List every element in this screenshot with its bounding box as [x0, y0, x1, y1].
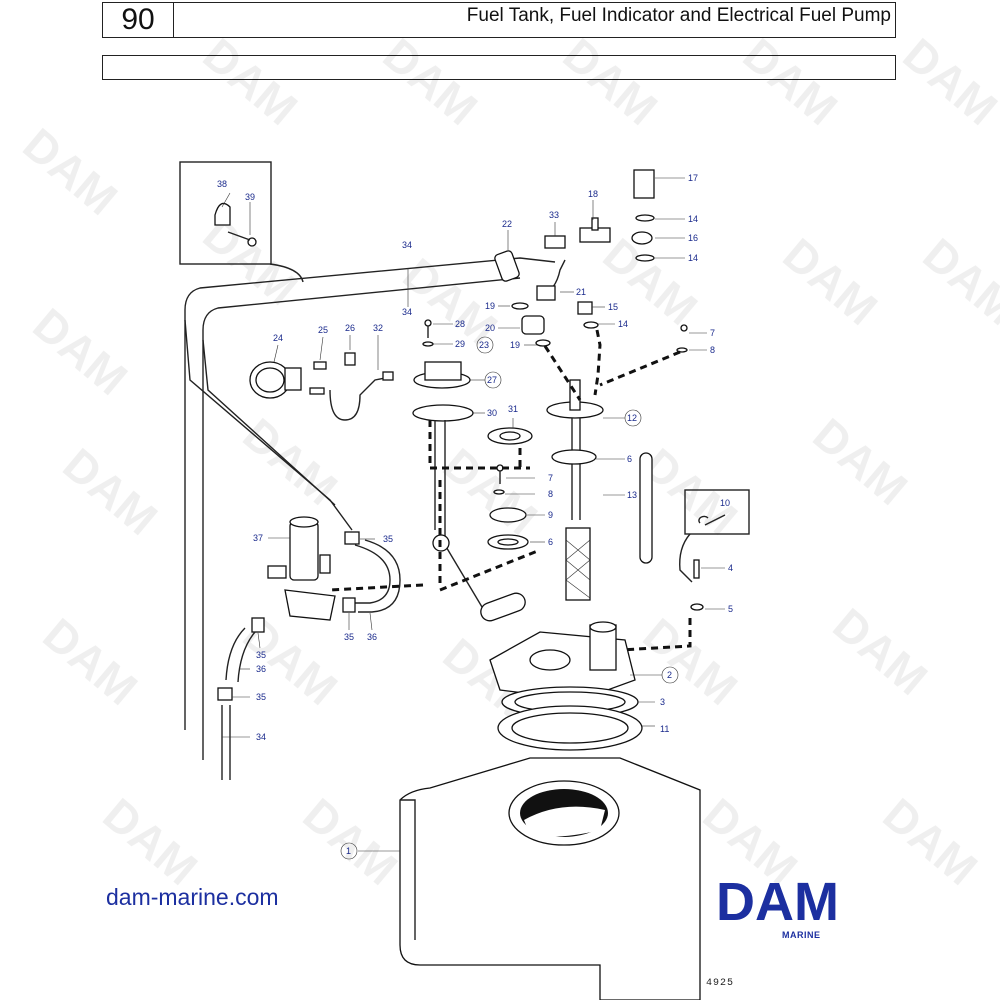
- tank-flange-stack: [489, 621, 643, 751]
- callout-label: 34: [402, 307, 412, 317]
- callout-label: 14: [688, 214, 698, 224]
- callout-label: 13: [627, 490, 637, 500]
- logo-subtext: MARINE: [782, 930, 821, 940]
- callout-label: 28: [455, 319, 465, 329]
- callout-label: 16: [688, 233, 698, 243]
- callout-label: 14: [688, 253, 698, 263]
- callout-label: 5: [728, 604, 733, 614]
- callout-label: 35: [256, 692, 266, 702]
- watermark-text: DAM: [94, 788, 208, 895]
- watermark-text: DAM: [234, 608, 348, 715]
- callout-label: 23: [479, 340, 489, 350]
- callout-label: 36: [367, 632, 377, 642]
- callout-label: 29: [455, 339, 465, 349]
- callout-label: 4: [728, 563, 733, 573]
- website-link[interactable]: dam-marine.com: [106, 884, 279, 910]
- callout-label: 38: [217, 179, 227, 189]
- watermark-text: DAM: [594, 228, 708, 335]
- watermark-text: DAM: [294, 788, 408, 895]
- callout-label: 25: [318, 325, 328, 335]
- circled-callouts: 23 27 12 2 1: [340, 336, 679, 860]
- callout-label: 12: [627, 413, 637, 423]
- callout-label: 24: [273, 333, 283, 343]
- header-bar: 90 Fuel Tank, Fuel Indicator and Electri…: [102, 2, 896, 38]
- callout-label: 33: [549, 210, 559, 220]
- page-title: Fuel Tank, Fuel Indicator and Electrical…: [466, 5, 891, 26]
- callout-label: 32: [373, 323, 383, 333]
- sender-gaskets: [487, 427, 533, 550]
- callout-label: 1: [346, 846, 351, 856]
- watermark-text: DAM: [894, 28, 1000, 135]
- watermark-text: DAM: [804, 408, 918, 515]
- callout-label: 2: [667, 670, 672, 680]
- callout-label: 18: [588, 189, 598, 199]
- callout-label: 3: [660, 697, 665, 707]
- callout-label: 22: [502, 219, 512, 229]
- watermark-text: DAM: [194, 28, 308, 135]
- callout-label: 15: [608, 302, 618, 312]
- watermark-text: DAM: [54, 438, 168, 545]
- watermark-text: DAM: [234, 408, 348, 515]
- callout-label: 35: [344, 632, 354, 642]
- watermark-text: DAM: [374, 28, 488, 135]
- callout-label: 30: [487, 408, 497, 418]
- callout-label: 34: [402, 240, 412, 250]
- callout-label: 7: [710, 328, 715, 338]
- callout-label: 27: [487, 375, 497, 385]
- watermark-text: DAM: [734, 28, 848, 135]
- callout-label: 26: [345, 323, 355, 333]
- watermark-text: DAM: [554, 28, 668, 135]
- subheader-bar: [102, 55, 896, 80]
- callout-label: 36: [256, 664, 266, 674]
- assembly-dash-lines: [329, 329, 692, 652]
- dam-marine-logo: DAM: [716, 876, 839, 926]
- watermark-text: DAM: [914, 228, 1000, 335]
- electric-fuel-pump: [217, 516, 401, 780]
- watermark-text: DAM: [774, 228, 888, 335]
- watermark-text: DAM: [194, 208, 308, 315]
- callout-label: 7: [548, 473, 553, 483]
- callout-label: 14: [618, 319, 628, 329]
- callout-label: 35: [383, 534, 393, 544]
- callout-label: 21: [576, 287, 586, 297]
- watermark-text: DAM: [34, 608, 148, 715]
- callout-label: 10: [720, 498, 730, 508]
- fuel-line-34: [184, 257, 556, 760]
- callout-label: 8: [710, 345, 715, 355]
- callout-labels: 17 14 16 14 18 33 22 21 19 15 20 14 19 2…: [217, 173, 733, 742]
- callout-label: 35: [256, 650, 266, 660]
- top-fittings: [494, 169, 688, 353]
- watermark-text: DAM: [824, 598, 938, 705]
- watermark-text: DAM: [14, 118, 128, 225]
- pickup-tube-filter: [546, 379, 653, 601]
- callout-label: 37: [253, 533, 263, 543]
- callout-label: 6: [548, 537, 553, 547]
- inset-cable-lug: [679, 489, 750, 611]
- callout-label: 39: [245, 192, 255, 202]
- callout-label: 17: [688, 173, 698, 183]
- callout-label: 19: [485, 301, 495, 311]
- watermark-text: DAM: [24, 298, 138, 405]
- logo-text: DAM: [716, 876, 839, 926]
- page-number: 90: [103, 3, 174, 37]
- callout-label: 31: [508, 404, 518, 414]
- callout-label: 6: [627, 454, 632, 464]
- figure-number: 4925: [706, 978, 735, 989]
- fuel-gauge-assembly: [249, 352, 394, 421]
- callout-label: 9: [548, 510, 553, 520]
- callout-label: 34: [256, 732, 266, 742]
- watermark-text: DAM: [434, 438, 548, 545]
- callout-label: 8: [548, 489, 553, 499]
- callout-label: 11: [660, 724, 669, 734]
- callout-label: 19: [510, 340, 520, 350]
- callout-label: 20: [485, 323, 495, 333]
- leader-lines: [221, 177, 725, 852]
- fuel-tank: [399, 757, 701, 1000]
